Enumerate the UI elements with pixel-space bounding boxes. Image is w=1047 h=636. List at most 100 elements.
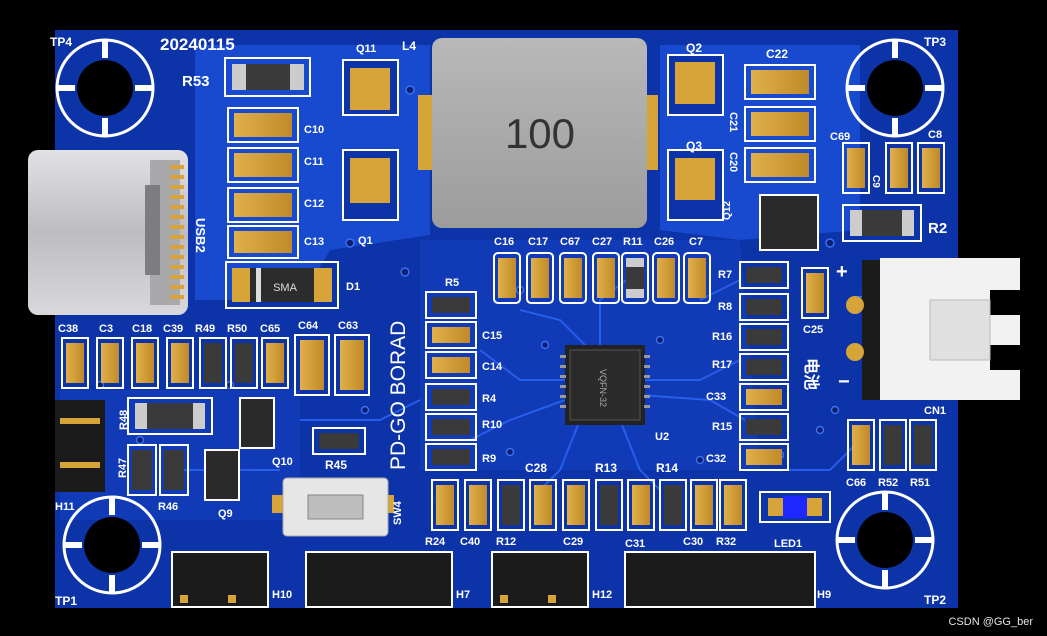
label-c32: C32 [706,453,726,465]
battery-label: 电池 [802,358,821,390]
label-q1: Q1 [358,235,373,247]
resistor-column-right [739,261,829,471]
label-r51: R51 [910,477,930,489]
label-r16: R16 [712,331,732,343]
resistor-column-left [425,291,477,471]
label-l4: L4 [402,39,416,53]
watermark: CSDN @GG_ber [948,616,1033,628]
label-c17: C17 [528,236,548,248]
label-c8: C8 [928,129,942,141]
label-tp4: TP4 [50,35,72,49]
diode-marking: SMA [273,282,298,294]
label-h9: H9 [817,589,831,601]
label-r12: R12 [496,536,516,548]
label-r9: R9 [482,453,496,465]
label-c13: C13 [304,236,324,248]
label-tp2: TP2 [924,593,946,607]
label-c38: C38 [58,323,78,335]
label-q12: Q12 [722,201,733,220]
label-c27: C27 [592,236,612,248]
label-c31: C31 [625,538,645,550]
label-r49: R49 [195,323,215,335]
label-c26: C26 [654,236,674,248]
label-h12: H12 [592,589,612,601]
label-led1: LED1 [774,538,802,550]
battery-minus: − [838,371,850,393]
label-r4: R4 [482,393,497,405]
label-r24: R24 [425,536,446,548]
label-r2: R2 [928,220,947,237]
diode-d1: SMA [225,261,339,309]
header-h9 [624,551,816,608]
battery-connector-cn1 [846,258,1020,400]
part-row-left [61,334,370,396]
header-h10 [171,551,269,608]
label-r5: R5 [445,277,459,289]
label-c16: C16 [494,236,514,248]
part-group-lower-right [847,419,937,471]
usb-c-connector [28,150,188,315]
inductor-value: 100 [505,110,575,157]
label-r17: R17 [712,359,732,371]
cap-row-top [493,252,711,304]
label-c22: C22 [766,47,788,61]
label-c33: C33 [706,391,726,403]
label-r53: R53 [182,73,210,90]
mounting-hole-tp3 [845,38,945,138]
label-c7: C7 [689,236,703,248]
board-name: PD-GO BORAD [387,321,410,470]
label-h7: H7 [456,589,470,601]
label-c30: C30 [683,536,703,548]
label-r52: R52 [878,477,898,489]
ic-marking: VQFN-32 [598,369,608,407]
date-code: 20240115 [160,35,235,54]
label-cn1: CN1 [924,405,946,417]
led1 [759,491,831,523]
mounting-hole-tp4 [55,38,155,138]
label-c28: C28 [525,461,547,475]
part-row-bottom [431,479,747,531]
label-r32: R32 [716,536,736,548]
label-c25: C25 [803,324,823,336]
label-u2: U2 [655,431,669,443]
label-r47: R47 [117,458,129,478]
label-r46: R46 [158,501,178,513]
label-r13: R13 [595,461,617,475]
label-r14: R14 [656,461,678,475]
label-sw4: SW4 [392,500,404,525]
mounting-hole-tp1 [62,495,162,595]
ic-u2: VQFN-32 [560,345,650,425]
label-h11: H11 [55,501,75,513]
label-c40: C40 [460,536,480,548]
cap-bank-right [744,64,945,242]
label-r8: R8 [718,301,732,313]
label-q3: Q3 [686,139,702,153]
label-h10: H10 [272,589,292,601]
label-c64: C64 [298,320,319,332]
label-c67: C67 [560,236,580,248]
label-d1: D1 [346,281,360,293]
mosfet-q12 [759,194,819,251]
label-c20: C20 [727,152,739,172]
label-c18: C18 [132,323,152,335]
header-h12 [491,551,589,608]
cap-bank-left [224,57,311,259]
label-r45: R45 [325,458,347,472]
label-r50: R50 [227,323,247,335]
label-c14: C14 [482,361,503,373]
mosfet-q3 [667,149,724,221]
label-c63: C63 [338,320,358,332]
battery-plus: + [836,261,848,283]
label-c15: C15 [482,330,502,342]
label-r10: R10 [482,419,502,431]
label-c12: C12 [304,198,324,210]
part-group-lower-left [127,397,366,501]
label-r11: R11 [623,236,643,248]
label-c11: C11 [304,156,324,168]
label-c66: C66 [846,477,866,489]
inductor-l4: 100 [418,38,658,228]
label-q10: Q10 [272,456,293,468]
label-tp1: TP1 [55,594,77,608]
header-h7 [305,551,453,608]
